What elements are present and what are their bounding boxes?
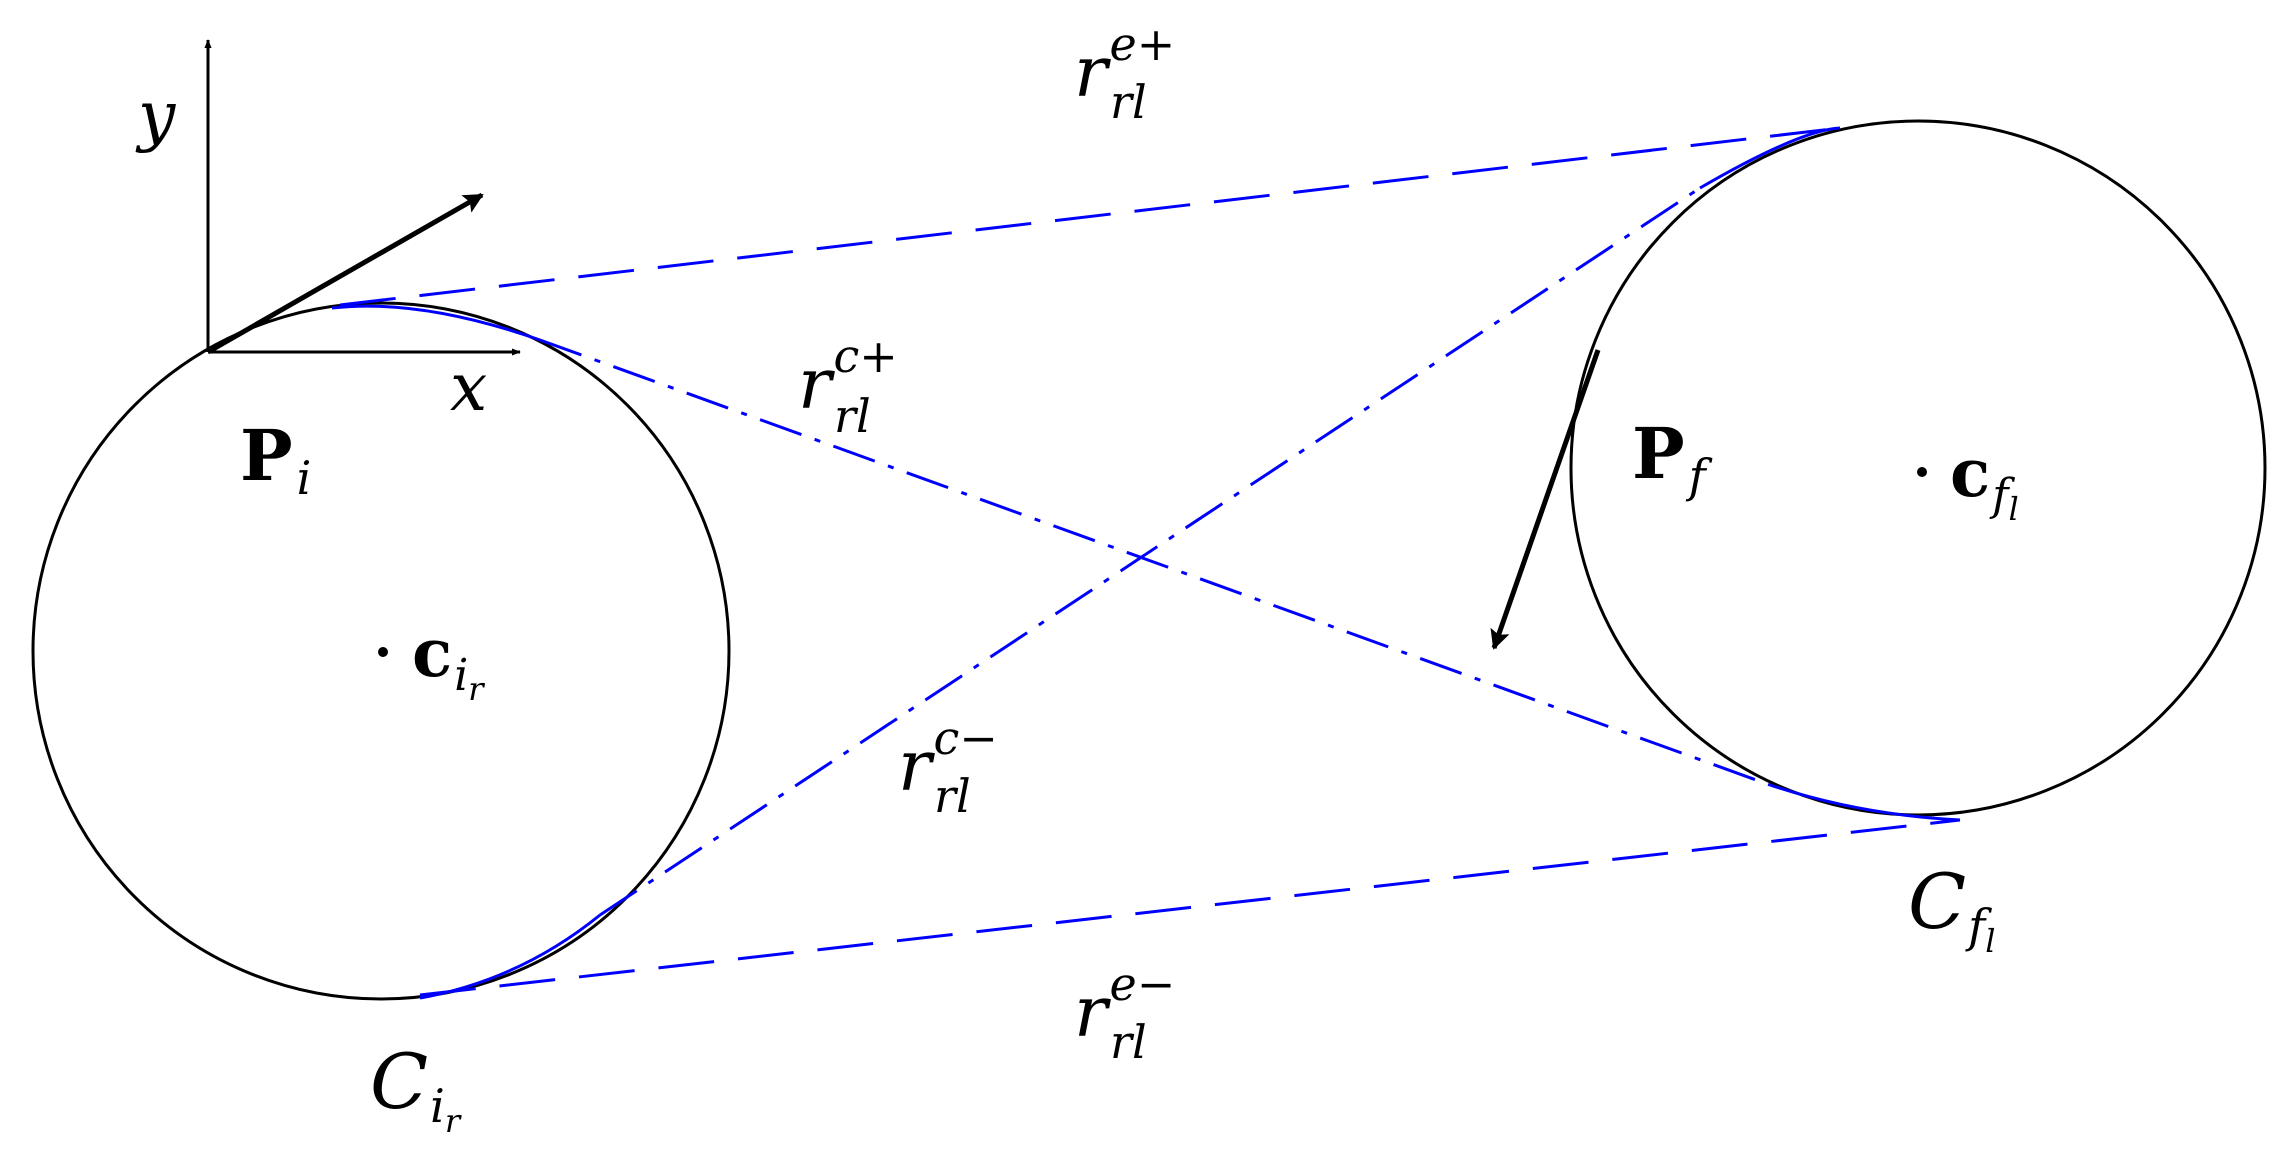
initial-heading-arrow (206, 192, 484, 355)
cross-tangent-minus (599, 186, 1701, 917)
final-turning-circle (1569, 119, 2267, 817)
external-tangent-minus-subscript: rl (1110, 1015, 1147, 1069)
external-tangent-minus-label: re− (1074, 957, 1175, 1053)
external-tangent-plus-subscript: rl (1110, 75, 1147, 129)
initial-center-dot (378, 647, 388, 657)
cross-tangent-plus (539, 338, 1771, 787)
cross-tangent-minus-label: rc− (898, 711, 998, 807)
final-circle-label: Cfl (1908, 857, 1995, 960)
x-axis-label: x (450, 349, 487, 426)
initial-circle-arc-top (331, 304, 541, 342)
external-tangent-plus (339, 126, 1841, 307)
initial-center-label: cir (412, 614, 485, 708)
final-circle-arc-top (1699, 126, 1841, 190)
cross-tangent-minus-subscript: rl (934, 769, 971, 823)
initial-point-label: Pi (240, 414, 311, 505)
final-center-dot (1917, 467, 1927, 477)
initial-turning-circle (31, 301, 731, 1001)
initial-circle-label: Cir (370, 1037, 462, 1140)
final-heading-arrow (1490, 349, 1601, 650)
final-center-label: cfl (1950, 434, 2019, 528)
external-tangent-minus (419, 818, 1961, 997)
y-axis-label: y (135, 77, 176, 154)
cross-tangent-plus-label: rc+ (798, 329, 898, 425)
final-point-label: Pf (1632, 412, 1713, 503)
cross-tangent-plus-subscript: rl (834, 389, 871, 443)
external-tangent-plus-label: re+ (1074, 17, 1175, 113)
final-circle-arc-bottom (1769, 783, 1961, 822)
